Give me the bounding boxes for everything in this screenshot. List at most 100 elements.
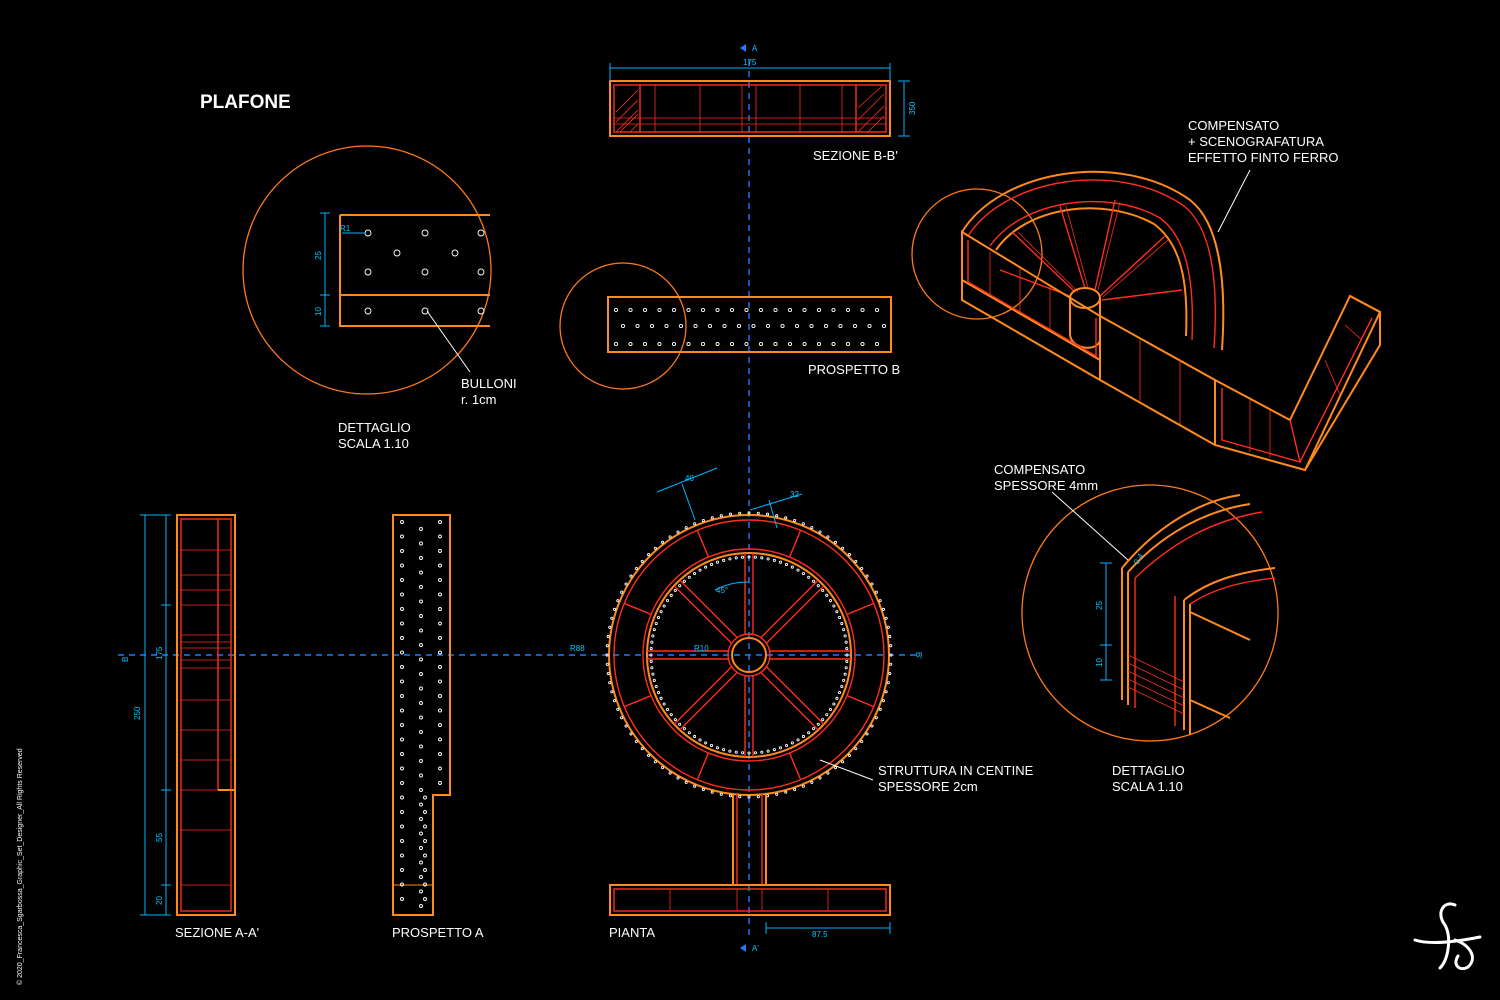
rim-dot [807, 731, 811, 735]
bolt-hole [451, 249, 459, 257]
rim-dot [728, 749, 732, 753]
bolt-hole [421, 268, 429, 276]
rim-dot [807, 575, 811, 579]
plan-note-1: STRUTTURA IN CENTINE [878, 763, 1034, 778]
bolt-hole [852, 323, 858, 329]
bolt-hole [400, 781, 404, 785]
page-title: PLAFONE [200, 92, 291, 113]
bolt-hole [400, 824, 404, 829]
callout-compensato: COMPENSATO [994, 462, 1085, 477]
rim-dot [843, 672, 847, 676]
dim-plan-32: 32 [790, 490, 799, 499]
bolt-hole [881, 323, 887, 329]
rim-dot [734, 556, 738, 560]
bolt-hole [649, 323, 655, 329]
bolt-hole [693, 323, 698, 329]
rim-dot [741, 751, 745, 755]
rim-dot [801, 571, 805, 576]
bolt-hole [773, 341, 778, 347]
spoke-edge [679, 672, 738, 731]
rim-dot [684, 780, 688, 784]
rim-dot [760, 750, 764, 754]
rim-dot [651, 672, 655, 676]
rim-dot [620, 716, 624, 720]
rim-dot [796, 738, 800, 742]
dim-plan-r10: R10 [694, 644, 709, 653]
rim-dot [828, 707, 833, 711]
rim-dot [845, 653, 849, 657]
detail-left: R1 25 10 BULLONI r. 1cm DETTAGLIO SCALA … [242, 145, 517, 451]
rim-dot [747, 511, 751, 515]
bolt-hole [400, 679, 404, 684]
rim-dot [661, 766, 665, 770]
detail-right-scale: SCALA 1.10 [1112, 779, 1183, 794]
callout-spessore: SPESSORE 4mm [994, 478, 1098, 493]
rim-dot [837, 615, 842, 620]
rim-dot [884, 616, 888, 620]
rim-dot [647, 753, 651, 757]
rim-dot [682, 579, 686, 583]
plan-view: 40 32 45° R88 R10 87.5 STRUTTURA IN CENT… [570, 467, 1034, 940]
rim-dot [676, 776, 680, 780]
bolt-hole [419, 715, 423, 720]
rim-dot [728, 512, 733, 516]
bolt-hole [715, 341, 720, 347]
rim-dot [801, 734, 805, 739]
rim-divider [624, 694, 652, 708]
rim-dot [835, 696, 839, 700]
rim-dot [812, 579, 816, 583]
spoke-edge [766, 585, 825, 644]
dim-det-25: 25 [314, 251, 323, 260]
rim-dot [673, 718, 677, 722]
bolt-hole [773, 307, 778, 313]
rim-divider [788, 752, 802, 780]
rim-dot [659, 610, 663, 614]
bolt-hole [765, 323, 771, 329]
rim-dot [835, 610, 839, 614]
bolt-hole [364, 268, 372, 276]
rim-dot [860, 567, 864, 571]
bolt-hole [657, 341, 662, 347]
rim-dot [738, 511, 742, 515]
spoke-edge [766, 666, 825, 725]
bolt-hole [423, 882, 427, 887]
rim-dot [709, 743, 714, 748]
bolt-hole [700, 341, 706, 347]
bolt-hole [438, 636, 442, 640]
bolt-hole [419, 802, 423, 807]
bolt-hole [419, 541, 423, 546]
bolt-hole [419, 643, 423, 647]
rim-dot [784, 743, 789, 748]
rim-dot [704, 565, 708, 569]
bolt-hole [400, 578, 404, 582]
bolt-hole [787, 341, 793, 347]
bolt-hole [419, 904, 423, 908]
rim-dot [701, 787, 705, 792]
rim-dot [793, 787, 797, 792]
bolt-hole [438, 781, 442, 785]
rim-dot [793, 518, 797, 523]
rim-dot [842, 628, 846, 632]
rim-dot [605, 644, 609, 648]
rim-dot [738, 795, 742, 799]
signature-logo [1413, 902, 1482, 971]
rim-dot [624, 582, 628, 586]
rim-dot [662, 702, 666, 706]
rim-dot [790, 741, 794, 745]
bolt-hole [823, 323, 829, 329]
rim-dot [693, 734, 697, 739]
rim-dot [854, 559, 858, 563]
rim-dot [832, 702, 836, 706]
rim-dot [828, 599, 833, 603]
bolt-hole [758, 307, 764, 313]
bolt-hole [419, 730, 423, 734]
rim-dot [886, 681, 890, 685]
dim-aa-175: 175 [155, 646, 164, 660]
bolt-hole [419, 817, 423, 821]
rim-divider [788, 530, 802, 558]
bolt-hole [400, 723, 404, 727]
rim-dot [801, 784, 805, 788]
rim-dot [818, 776, 822, 780]
bolt-hole [419, 860, 423, 865]
rim-dot [741, 555, 745, 559]
